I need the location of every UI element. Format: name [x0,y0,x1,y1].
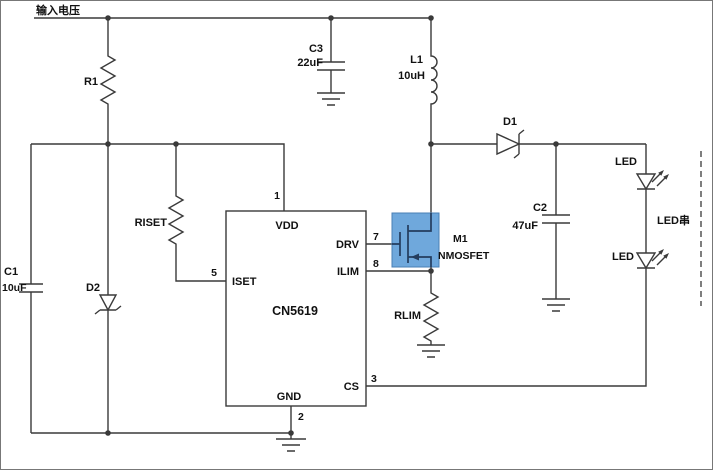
pin-gnd-stub-ground [276,406,306,452]
mosfet-m1-label: M1 [453,233,468,245]
diode-d1-triangle [496,132,521,156]
capacitor-c2-label: C2 [533,202,547,214]
capacitor-c1-symbol [19,144,43,433]
pin-iset-number: 5 [211,267,217,279]
inductor-l1-value: 10uH [398,70,425,82]
led2-triangle [635,252,657,270]
diode-d2: D2 [86,144,122,433]
input-voltage-rail: 输入电压 [34,3,431,19]
pin-ilim-number: 8 [373,258,379,270]
resistor-r1-label: R1 [84,76,98,88]
capacitor-c3-label: C3 [309,43,323,55]
diode-d1-label: D1 [503,116,517,128]
pin-vdd-number: 1 [274,190,280,202]
capacitor-c3-symbol [317,18,345,93]
pin-gnd-name: GND [277,391,302,403]
ic-cn5619: CN5619 VDD ISET DRV ILIM CS GND 1 5 7 8 … [211,190,431,452]
diode-d2-label: D2 [86,282,100,294]
junction-dots [105,15,559,436]
led2-emission-arrows [651,249,669,266]
ground-symbol [317,92,345,106]
diode-d1-cathode [513,129,525,159]
led2-label: LED [612,251,634,263]
mosfet-arrow [411,253,419,261]
mosfet-symbol [392,213,432,267]
led-string-wires [366,144,647,387]
input-voltage-label: 输入电压 [36,3,80,17]
led1-emission-arrows [651,170,669,187]
pin-ilim-name: ILIM [337,266,359,278]
resistor-r1-symbol [99,18,117,144]
diode-d2-cathode [94,305,122,315]
led-string-label: LED串 [657,213,690,227]
diode-d2-triangle [98,294,118,312]
capacitor-c1-label: C1 [4,266,18,278]
wire-vdd-rail [31,143,285,211]
led1-triangle [635,173,657,191]
ground-symbol [542,298,570,312]
pin-iset-name: ISET [232,276,257,288]
ic-body [225,210,367,407]
resistor-rlim-symbol [422,271,440,345]
inductor-l1-label: L1 [410,54,423,66]
ground-symbol [417,344,445,358]
pin-drv-name: DRV [336,239,360,251]
mosfet-m1: M1 NMOSFET [391,144,490,271]
capacitor-c2-value: 47uF [512,220,538,232]
pin-gnd-number: 2 [298,411,304,423]
resistor-riset: RISET [135,144,226,282]
inductor-l1-symbol [430,18,438,144]
led-string: LED LED LED串 [366,144,702,387]
capacitor-c2: C2 47uF [512,144,570,312]
capacitor-c1: C1 10uF [2,144,43,433]
capacitor-c3-value: 22uF [297,57,323,69]
diode-d1: D1 [431,116,646,159]
pin-cs-number: 3 [371,373,377,385]
resistor-r1: R1 [84,18,117,144]
capacitor-c2-symbol [542,144,570,299]
resistor-riset-label: RISET [135,217,168,229]
ic-part-number: CN5619 [272,304,318,318]
pin-drv-number: 7 [373,231,379,243]
pin-cs-name: CS [344,381,359,393]
led1-label: LED [615,156,637,168]
pin-vdd-name: VDD [275,220,298,232]
resistor-rlim-label: RLIM [394,310,421,322]
resistor-riset-symbol [167,144,226,282]
capacitor-c3: C3 22uF [297,18,345,106]
capacitor-c1-value: 10uF [2,282,27,294]
mosfet-m1-type: NMOSFET [438,250,490,262]
inductor-l1: L1 10uH [398,18,438,144]
resistor-rlim: RLIM [394,271,445,358]
